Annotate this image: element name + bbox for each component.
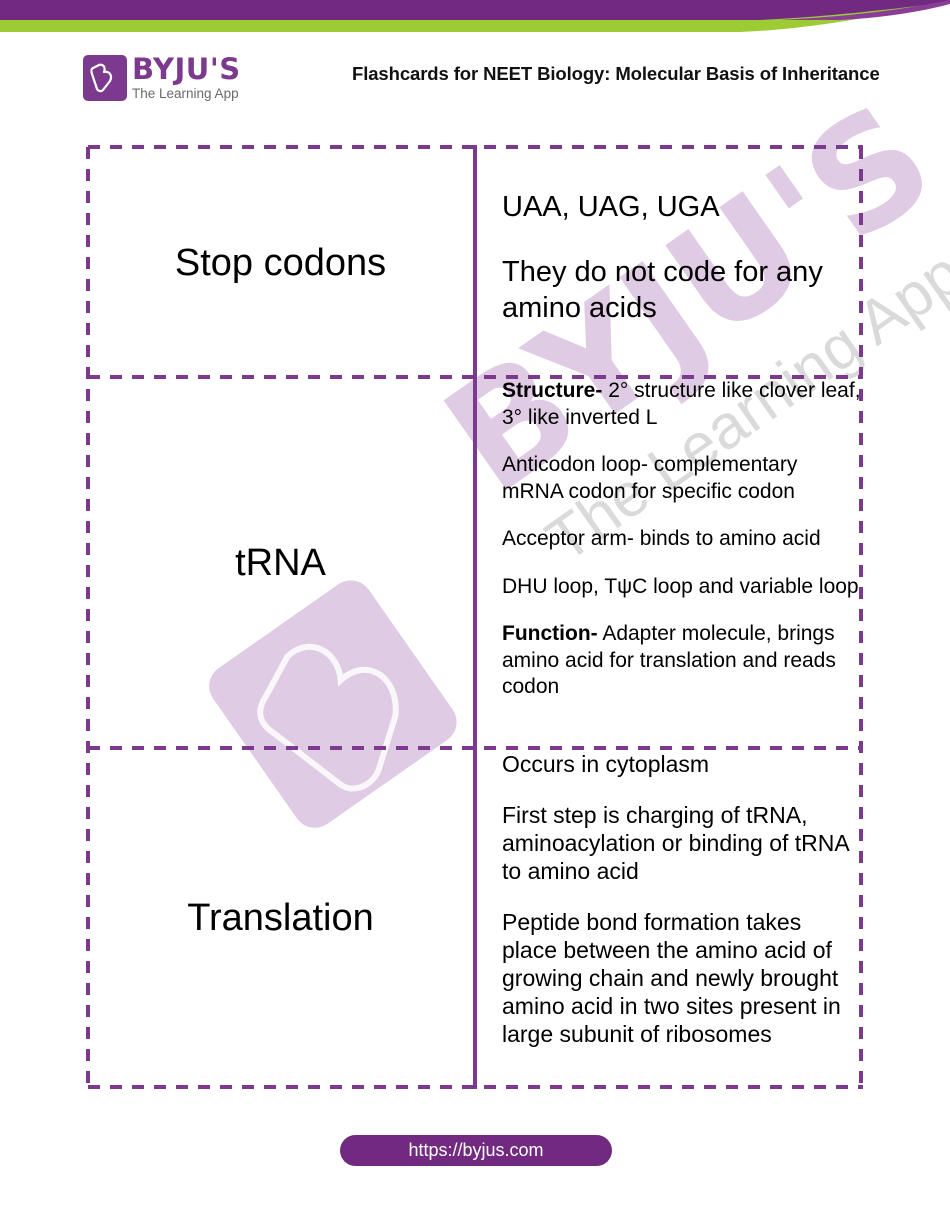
flashcard-definition: UAA, UAG, UGA They do not code for any a… <box>502 189 862 326</box>
definition-line: Acceptor arm- binds to amino acid <box>502 527 821 550</box>
footer-url-link[interactable]: https://byjus.com <box>340 1135 612 1166</box>
definition-line: Structure- 2° structure like clover leaf… <box>502 378 862 431</box>
definition-text: 2° structure like clover leaf, 3° like i… <box>502 379 861 429</box>
definition-line: First step is charging of tRNA, aminoacy… <box>502 802 849 884</box>
definition-line: Function- Adapter molecule, brings amino… <box>502 621 862 701</box>
definition-line: Occurs in cytoplasm <box>502 751 710 777</box>
logo-tagline: The Learning App <box>132 86 239 101</box>
definition-bold-label: Structure- <box>502 379 603 402</box>
flashcard-term: tRNA <box>235 542 326 584</box>
definition-line: DHU loop, TψC loop and variable loop <box>502 574 859 598</box>
flashcard-term: Translation <box>187 897 374 939</box>
flashcard-definition: Occurs in cytoplasm First step is chargi… <box>502 750 862 1048</box>
definition-text: Adapter molecule, brings amino acid for … <box>502 622 836 698</box>
definition-line: Anticodon loop- complementary mRNA codon… <box>502 453 798 503</box>
flashcards-dashed-frame <box>86 145 863 1089</box>
definition-line: UAA, UAG, UGA <box>502 191 720 223</box>
logo-brand-name: BYJU'S <box>132 52 241 86</box>
byjus-logo: BYJU'S The Learning App <box>83 52 248 103</box>
definition-line: Peptide bond formation takes place betwe… <box>502 909 841 1047</box>
flashcards-table: Stop codons UAA, UAG, UGA They do not co… <box>86 145 863 1089</box>
definition-bold-label: Function- <box>502 622 598 645</box>
byjus-logo-mark <box>83 55 127 101</box>
flashcard-definition: Structure- 2° structure like clover leaf… <box>502 378 862 701</box>
definition-line: They do not code for any amino acids <box>502 256 823 324</box>
logo-b-icon <box>90 63 113 93</box>
flashcard-term: Stop codons <box>174 241 387 284</box>
header-decorative-band <box>0 0 950 32</box>
page-title: Flashcards for NEET Biology: Molecular B… <box>352 63 880 84</box>
